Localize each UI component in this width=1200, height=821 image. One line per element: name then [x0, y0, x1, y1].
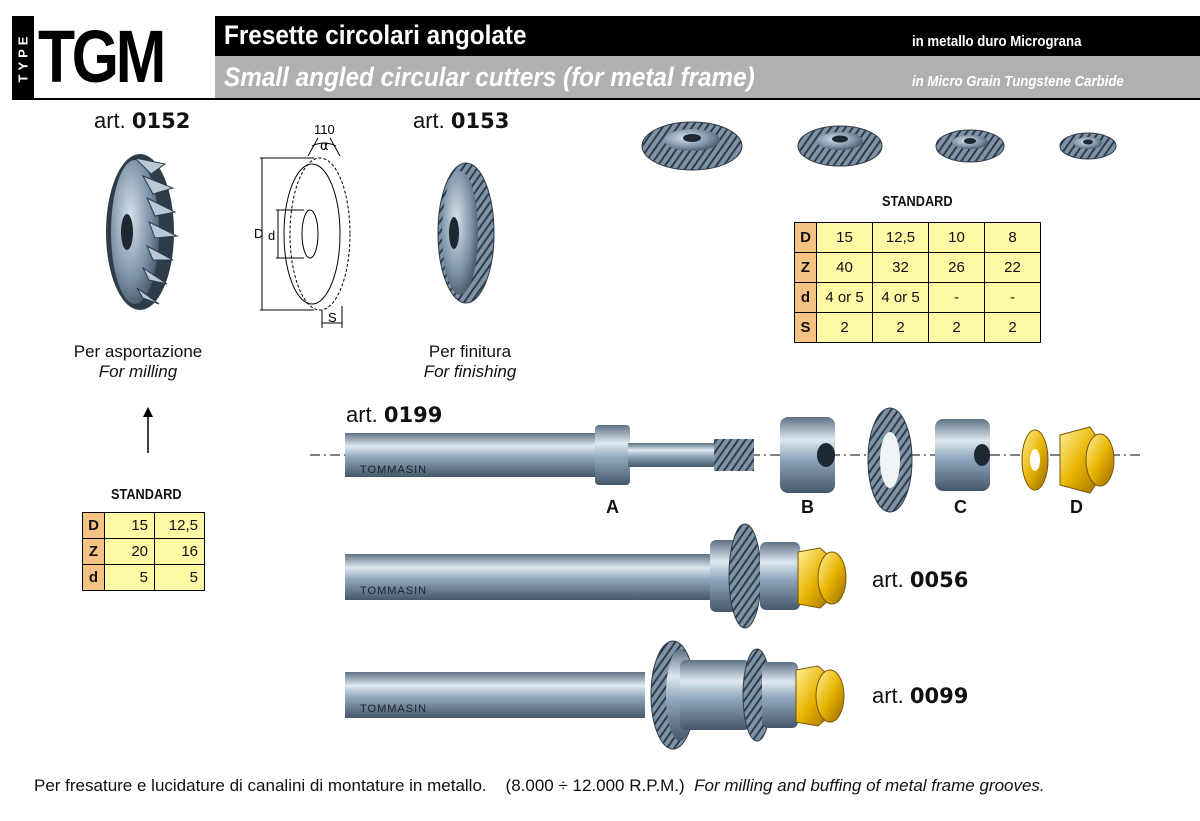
page-title-italian: Fresette circolari angolate	[224, 20, 527, 50]
standard-table-large: D 15 12,5 10 8 Z 40 32 26 22 d 4 or 5 4 …	[794, 222, 1041, 343]
footer-description: Per fresature e lucidature di canalini d…	[34, 776, 1045, 795]
art-0152-label: art. 0152	[94, 108, 191, 133]
table-row: d 4 or 5 4 or 5 - -	[794, 282, 1041, 313]
art-0153-label: art. 0153	[413, 108, 510, 133]
brand-mark: TOMMASIN	[360, 585, 427, 597]
type-tag: TYPE	[12, 16, 34, 98]
exploded-assembly-image: TOMMASIN	[310, 407, 1140, 513]
technical-drawing: D d S 110 α	[254, 122, 351, 328]
assembly-0056-image: TOMMASIN	[345, 523, 847, 629]
up-arrow-icon	[143, 407, 153, 453]
dim-S-label: S	[328, 310, 337, 325]
material-italian: in metallo duro Micrograna	[912, 33, 1082, 50]
part-label-D: D	[1070, 497, 1083, 517]
brand-mark: TOMMASIN	[360, 703, 427, 715]
page-title-english: Small angled circular cutters (for metal…	[224, 62, 755, 92]
angle-symbol: α	[320, 139, 329, 154]
table-row: D 15 12,5 10 8	[794, 222, 1041, 253]
caption-0153: Per finitura For finishing	[423, 342, 517, 381]
header-bar-grey	[215, 56, 1200, 98]
dim-D-label: D	[254, 226, 263, 241]
standard-title-small: STANDARD	[111, 486, 182, 503]
caption-0152: Per asportazione For milling	[73, 342, 203, 381]
cutter-0152-image	[106, 154, 179, 310]
part-label-B: B	[801, 497, 814, 517]
brand-mark: TOMMASIN	[360, 464, 427, 476]
cutter-sizes-image	[641, 121, 1117, 171]
assembly-0099-image: TOMMASIN	[345, 640, 845, 750]
product-logo: TGM	[38, 15, 166, 98]
art-0199-label: art. 0199	[346, 402, 443, 427]
table-row: Z 40 32 26 22	[794, 252, 1041, 283]
art-0099-label: art. 0099	[872, 683, 969, 708]
material-english: in Micro Grain Tungstene Carbide	[912, 73, 1124, 90]
part-label-C: C	[954, 497, 967, 517]
dim-d-label: d	[268, 228, 275, 243]
header-rule	[12, 98, 1200, 100]
cutter-0153-image	[437, 162, 495, 304]
standard-title-large: STANDARD	[882, 193, 953, 210]
art-0056-label: art. 0056	[872, 567, 969, 592]
header-bar-dark	[215, 16, 1200, 56]
part-label-A: A	[606, 497, 619, 517]
table-row: S 2 2 2 2	[794, 312, 1041, 343]
angle-value: 110	[314, 122, 335, 137]
